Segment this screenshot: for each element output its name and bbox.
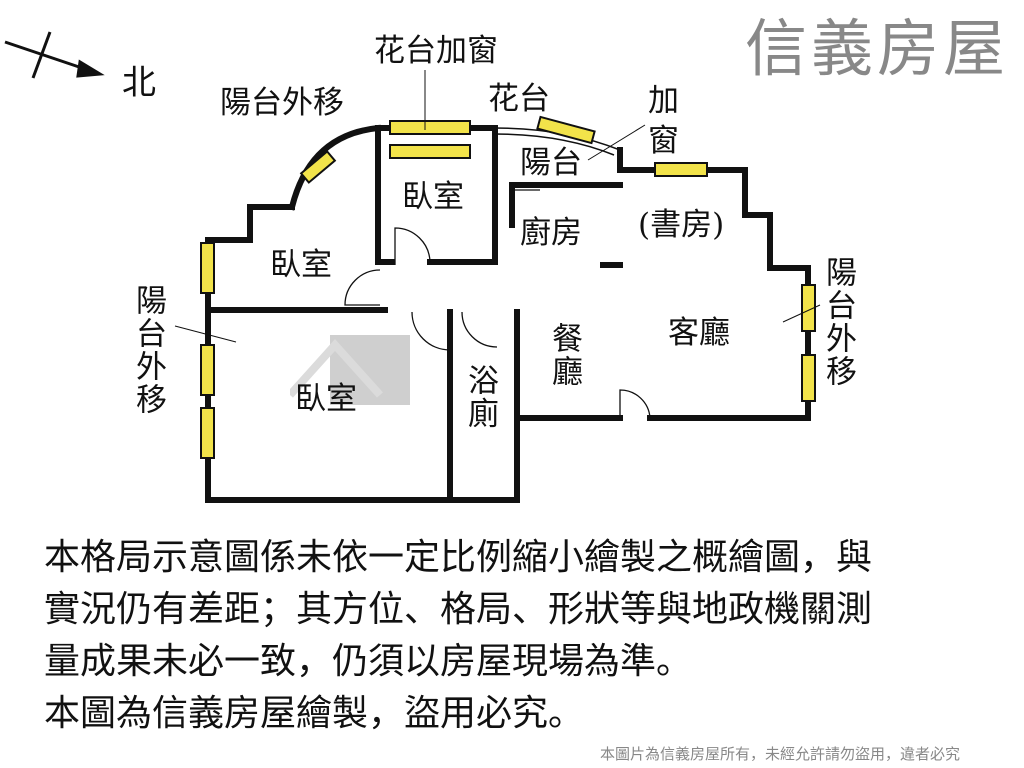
add-window-label-2: 窗 — [648, 123, 679, 159]
room-bedroom-upper-left: 臥室 — [270, 247, 332, 283]
add-window-label-1: 加 — [648, 83, 679, 119]
room-bedroom-lower: 臥室 — [295, 381, 357, 417]
disclaimer-line: 本格局示意圖係未依一定比例縮小繪製之概繪圖，與 — [44, 537, 873, 578]
planter-label: 花台 — [488, 81, 550, 117]
compass-arrow — [4, 31, 105, 79]
doors — [344, 189, 651, 419]
disclaimer: 本格局示意圖係未依一定比例縮小繪製之概繪圖，與 實況仍有差距；其方位、格局、形狀… — [44, 532, 872, 740]
disclaimer-line: 量成果未必一致，仍須以房屋現場為準。 — [44, 641, 693, 682]
room-living: 客廳 — [668, 315, 730, 351]
watermark-notice: 本圖片為信義房屋所有，未經允許請勿盜用，違者必究 — [600, 745, 961, 763]
room-study: (書房) — [638, 207, 725, 243]
leader-line — [782, 304, 821, 323]
leader-line — [174, 325, 237, 343]
balcony-moved-left-label: 陽台外移 — [130, 284, 166, 416]
balcony-moved-right-label: 陽台外移 — [820, 256, 856, 388]
watermark-logo-icon — [290, 335, 410, 405]
room-balcony: 陽台 — [520, 145, 582, 181]
room-bedroom-mid: 臥室 — [402, 179, 464, 215]
room-bathroom: 浴廁 — [462, 364, 498, 430]
disclaimer-line: 實況仍有差距；其方位、格局、形狀等與地政機關測 — [44, 589, 873, 630]
room-kitchen: 廚房 — [520, 215, 582, 251]
compass-north-label: 北 — [122, 63, 156, 103]
watermark-brand: 信義房屋 — [745, 12, 1010, 85]
walls — [205, 124, 811, 503]
balcony-moved-top-label: 陽台外移 — [220, 85, 344, 121]
leader-line — [587, 124, 646, 161]
room-dining: 餐廳 — [546, 322, 582, 388]
disclaimer-line: 本圖為信義房屋繪製，盜用必究。 — [44, 693, 585, 734]
planter-window-label: 花台加窗 — [374, 33, 498, 69]
windows — [200, 115, 816, 459]
